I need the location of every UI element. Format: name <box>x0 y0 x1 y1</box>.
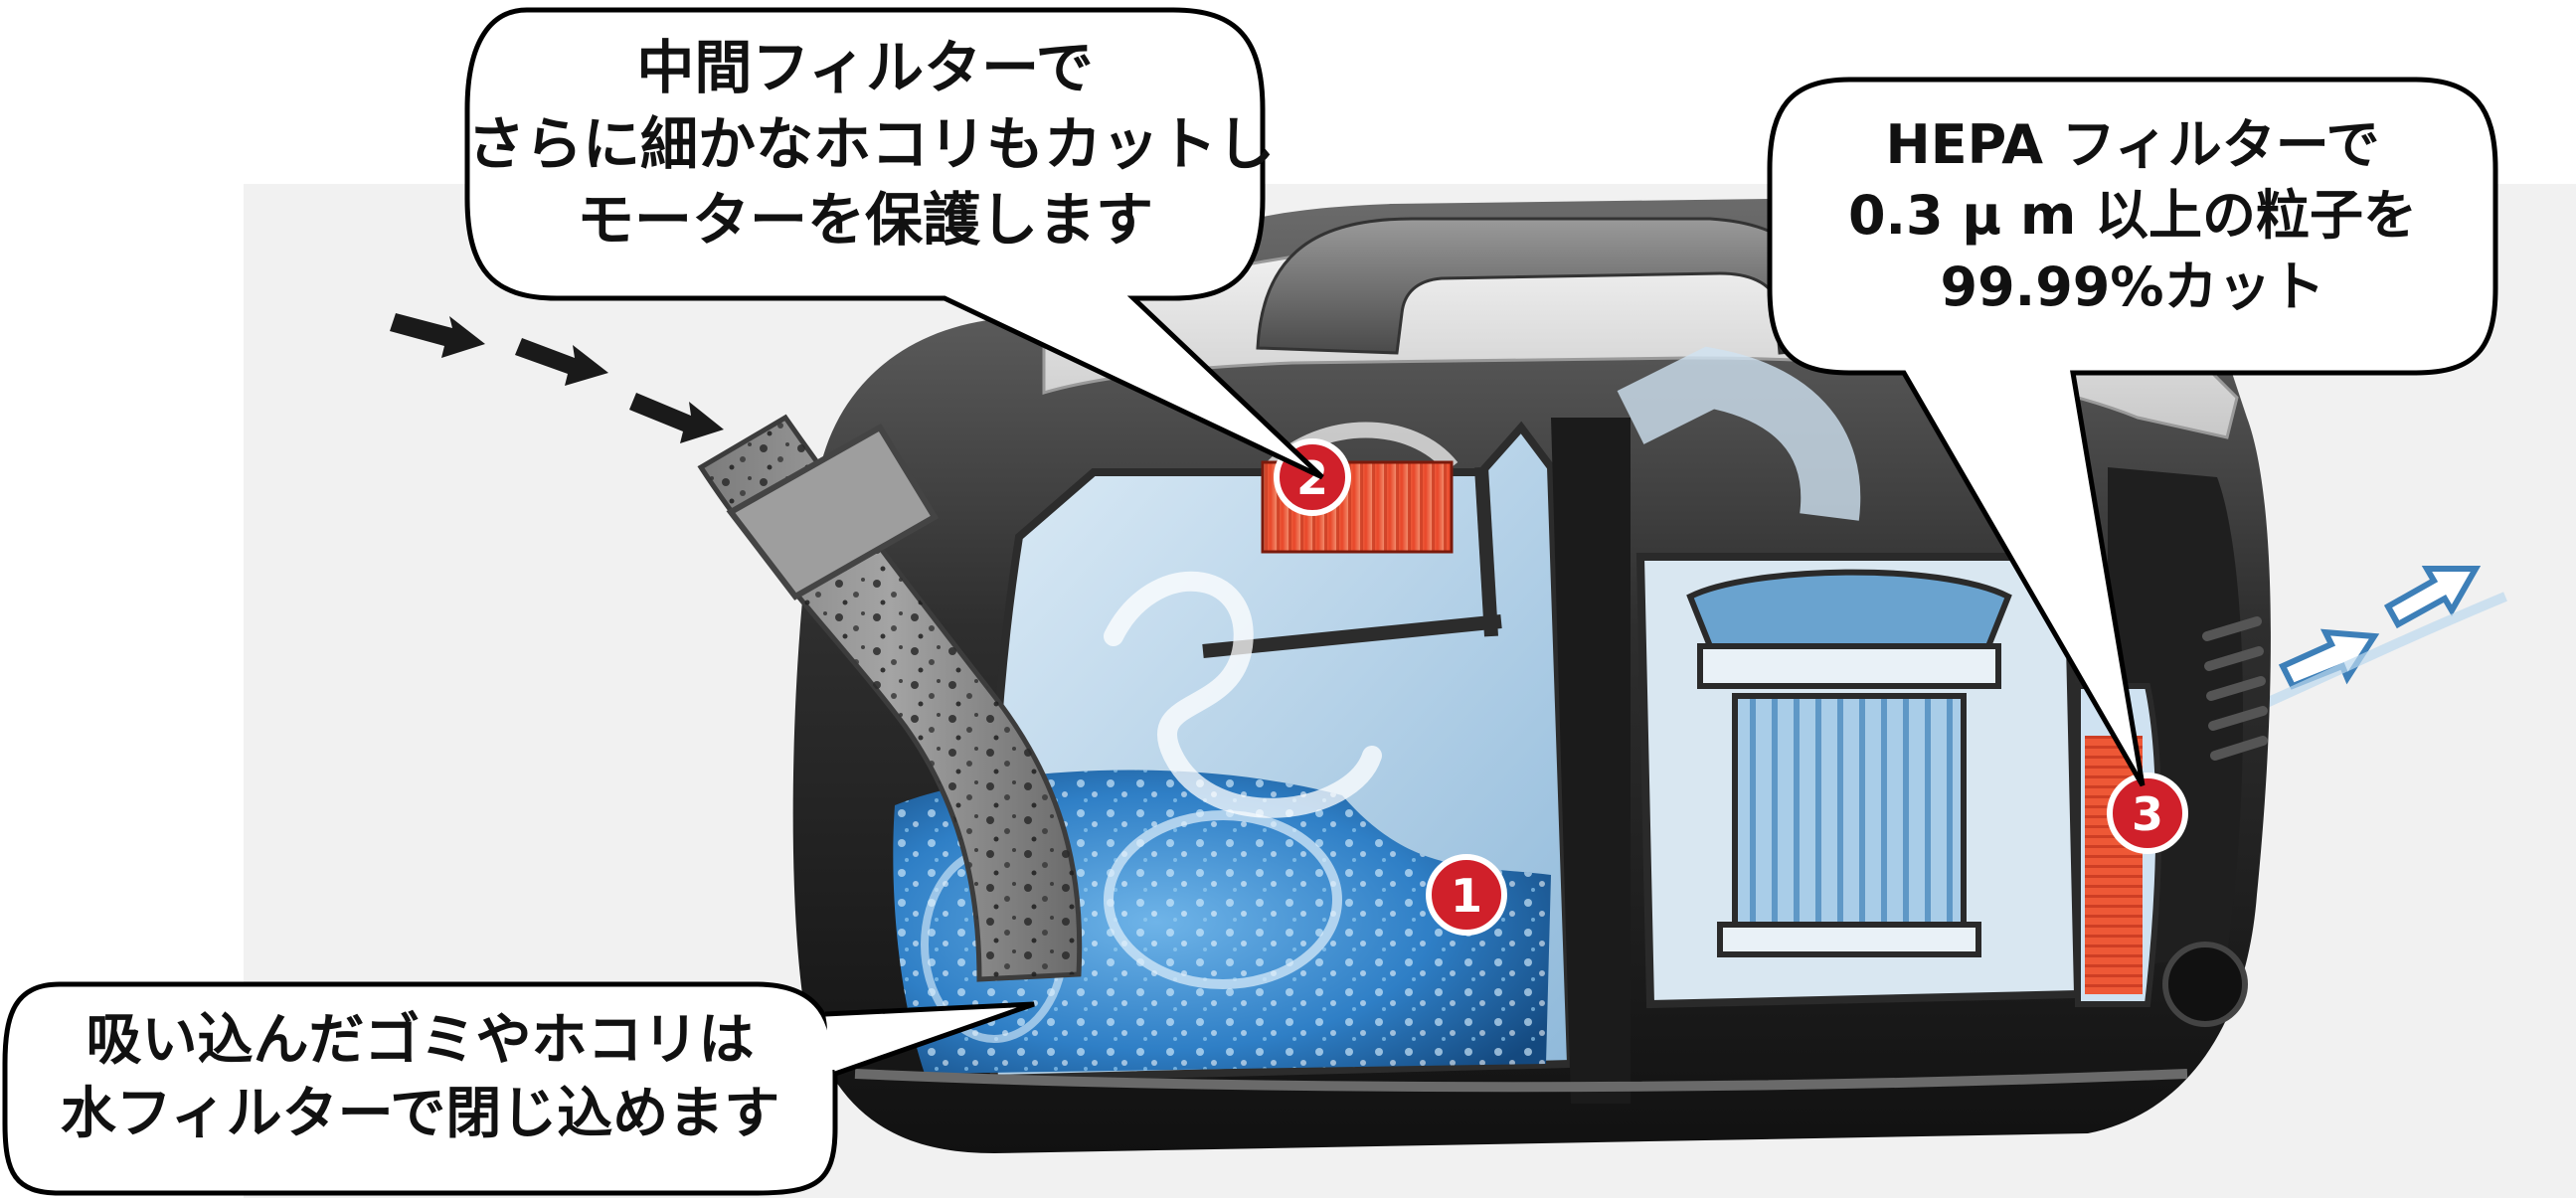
marker-hepa-filter: 3 <box>2107 773 2188 854</box>
callout-line: 中間フィルターで <box>636 34 1094 101</box>
motor-fan <box>1686 569 2012 649</box>
svg-text:3: 3 <box>2132 787 2163 841</box>
motor-cap <box>1697 643 2001 689</box>
callout-water-pointer-join <box>826 1018 838 1071</box>
callout-line: 99.99%カット <box>1940 255 2325 318</box>
body-bottom-rim <box>854 1069 2188 1093</box>
callout-line: 0.3 μ m 以上の粒子を <box>1847 184 2418 248</box>
hose-inlet <box>726 423 940 601</box>
central-duct <box>1551 418 1631 1104</box>
callout-text-hepa: HEPA フィルターで 0.3 μ m 以上の粒子を 99.99%カット <box>1770 109 2495 322</box>
callout-line: 吸い込んだゴミやホコリは <box>86 1008 755 1073</box>
tank-airflow <box>1104 571 1382 818</box>
callout-line: 水フィルターで閉じ込めます <box>60 1081 780 1146</box>
callout-water-pointer <box>824 1001 1035 1077</box>
motor-base <box>1717 922 1981 957</box>
exhaust-vents <box>2202 616 2268 761</box>
callout-line: HEPA フィルターで <box>1885 113 2380 176</box>
water-swirl <box>1104 810 1342 989</box>
motor-filter-cartridge <box>1732 693 1967 928</box>
marker-water-filter: 1 <box>1426 854 1507 936</box>
callout-line: モーターを保護します <box>576 186 1153 255</box>
callout-line: さらに細かなホコリもカットし <box>467 109 1276 178</box>
rear-wheel <box>2162 942 2248 1027</box>
upper-airflow-duct <box>1617 346 1861 521</box>
callout-bubble-intermediate <box>464 7 1324 480</box>
air-intake-arrows <box>390 313 724 443</box>
callout-bubble-water <box>2 981 838 1196</box>
callout-text-intermediate: 中間フィルターで さらに細かなホコリもカットし モーターを保護します <box>467 30 1276 258</box>
svg-text:1: 1 <box>1451 869 1482 923</box>
callout-bubble-hepa <box>1767 77 2498 787</box>
callout-text-water: 吸い込んだゴミやホコリは 水フィルターで閉じ込めます <box>5 1004 835 1151</box>
